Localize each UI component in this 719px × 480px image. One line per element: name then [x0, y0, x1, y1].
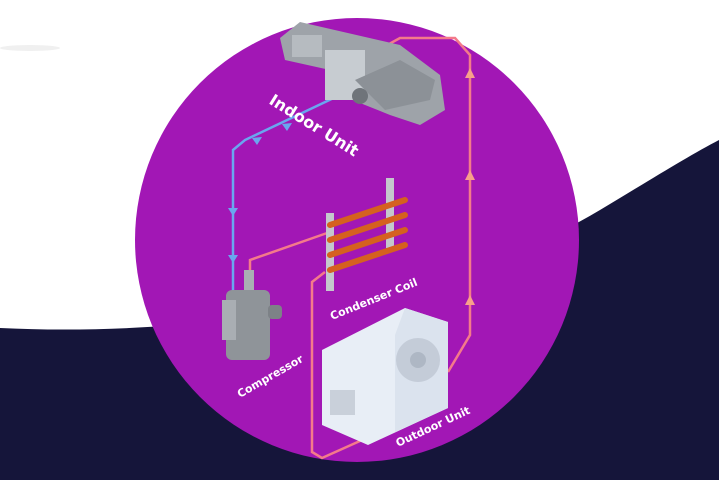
- outdoor-unit-illustration: [322, 308, 448, 445]
- compressor-illustration: [222, 270, 282, 360]
- flow-arrow-icons-hot: [465, 68, 475, 305]
- indoor-unit-illustration: [280, 22, 445, 125]
- flow-arrow-icons-cold: [228, 123, 292, 263]
- condenser-coil-illustration: [326, 178, 408, 291]
- cold-refrigerant-line: [231, 93, 341, 290]
- decor-smudge: [0, 45, 60, 51]
